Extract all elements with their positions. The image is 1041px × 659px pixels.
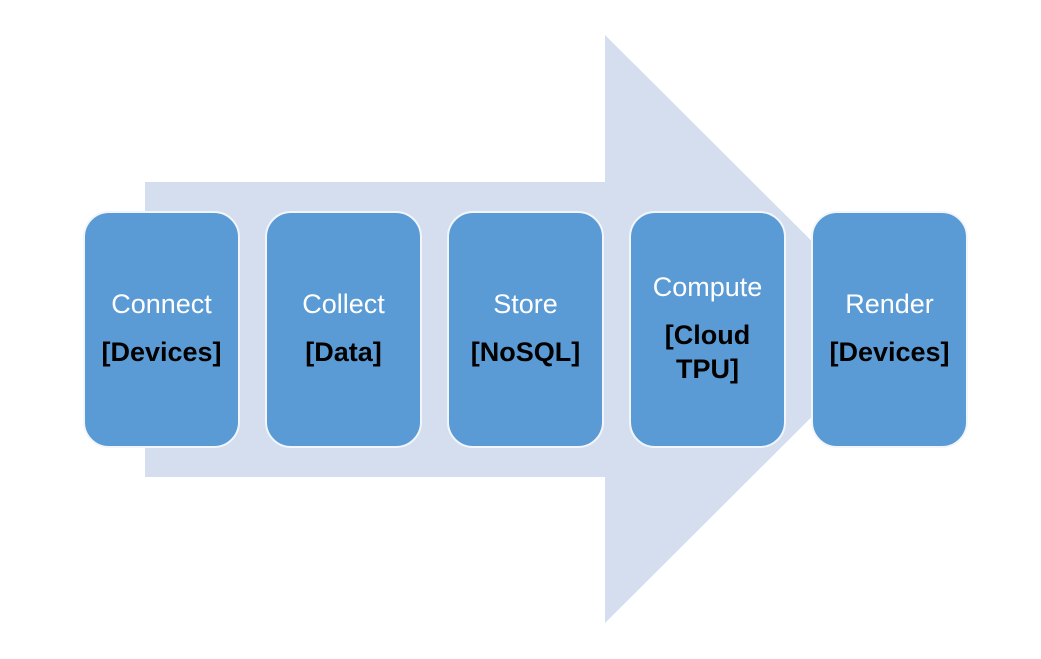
step-title: Connect — [111, 289, 212, 320]
step-subtitle: [NoSQL] — [470, 337, 581, 368]
step-subtitle: [Cloud TPU] — [664, 320, 751, 385]
process-step-render: Render [Devices] — [811, 211, 968, 448]
step-title: Compute — [652, 272, 763, 303]
step-subtitle: [Devices] — [101, 337, 222, 368]
process-step-connect: Connect [Devices] — [83, 211, 240, 448]
step-subtitle: [Data] — [305, 337, 382, 368]
process-step-store: Store [NoSQL] — [447, 211, 604, 448]
step-title: Collect — [302, 289, 385, 320]
process-steps: Connect [Devices] Collect [Data] Store [… — [83, 211, 968, 448]
process-step-compute: Compute [Cloud TPU] — [629, 211, 786, 448]
step-title: Store — [493, 289, 558, 320]
step-title: Render — [845, 289, 934, 320]
step-subtitle: [Devices] — [829, 337, 950, 368]
process-step-collect: Collect [Data] — [265, 211, 422, 448]
